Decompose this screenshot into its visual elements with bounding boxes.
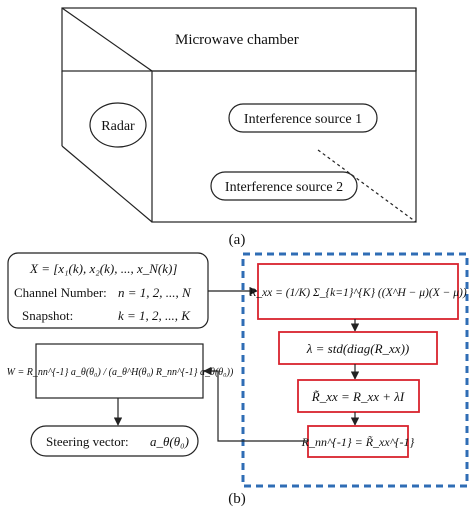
source1-box	[228, 103, 378, 133]
chamber-front-face	[151, 70, 417, 223]
radar-ellipse	[89, 102, 147, 148]
inverse-formula: R_nn^{-1} = R̃_xx^{-1}	[301, 435, 415, 449]
radar-label: Radar	[101, 119, 135, 134]
channel-number-value: n = 1, 2, ..., N	[118, 285, 192, 300]
caption-b: (b)	[228, 491, 246, 507]
snapshot-value: k = 1, 2, ..., K	[118, 308, 191, 323]
covariance-box	[257, 263, 459, 320]
weight-formula: W = R_nn^{-1} a_θ(θ₀) / (a_θ^H(θ₀) R_nn^…	[7, 367, 234, 378]
loading-formula: R̃_xx = R_xx + λI	[311, 389, 405, 404]
chamber-label: Microwave chamber	[175, 32, 299, 48]
arrow-inverse-to-weight	[203, 366, 308, 442]
processing-dashed-border	[241, 252, 469, 488]
loading-box	[297, 379, 420, 413]
steering-label: Steering vector:	[46, 434, 129, 449]
channel-number-label: Channel Number:	[14, 285, 107, 300]
source2-box	[210, 171, 358, 201]
steering-value: a_θ(θ₀)	[150, 434, 189, 449]
lambda-formula: λ = std(diag(R_xx))	[306, 341, 409, 356]
snapshot-label: Snapshot:	[22, 308, 73, 323]
chamber-edge-tl	[61, 7, 153, 72]
source2-label: Interference source 2	[225, 180, 343, 195]
source1-label: Interference source 1	[244, 112, 362, 127]
covariance-formula: R_xx = (1/K) Σ_{k=1}^{K} ((X^H − μ)(X − …	[248, 287, 467, 299]
panel-b: X = [x₁(k), x₂(k), ..., x_N(k)] Channel …	[7, 252, 469, 507]
input-signal-definition: X = [x₁(k), x₂(k), ..., x_N(k)]	[29, 261, 177, 276]
lambda-box	[278, 331, 438, 365]
chamber-hidden-floor-edge	[61, 145, 153, 223]
weight-box	[35, 343, 204, 399]
steering-box	[30, 425, 199, 457]
chamber-dashed-edge	[317, 149, 417, 223]
caption-a: (a)	[229, 232, 246, 248]
panel-a: Microwave chamber Radar Interference sou…	[61, 7, 417, 248]
